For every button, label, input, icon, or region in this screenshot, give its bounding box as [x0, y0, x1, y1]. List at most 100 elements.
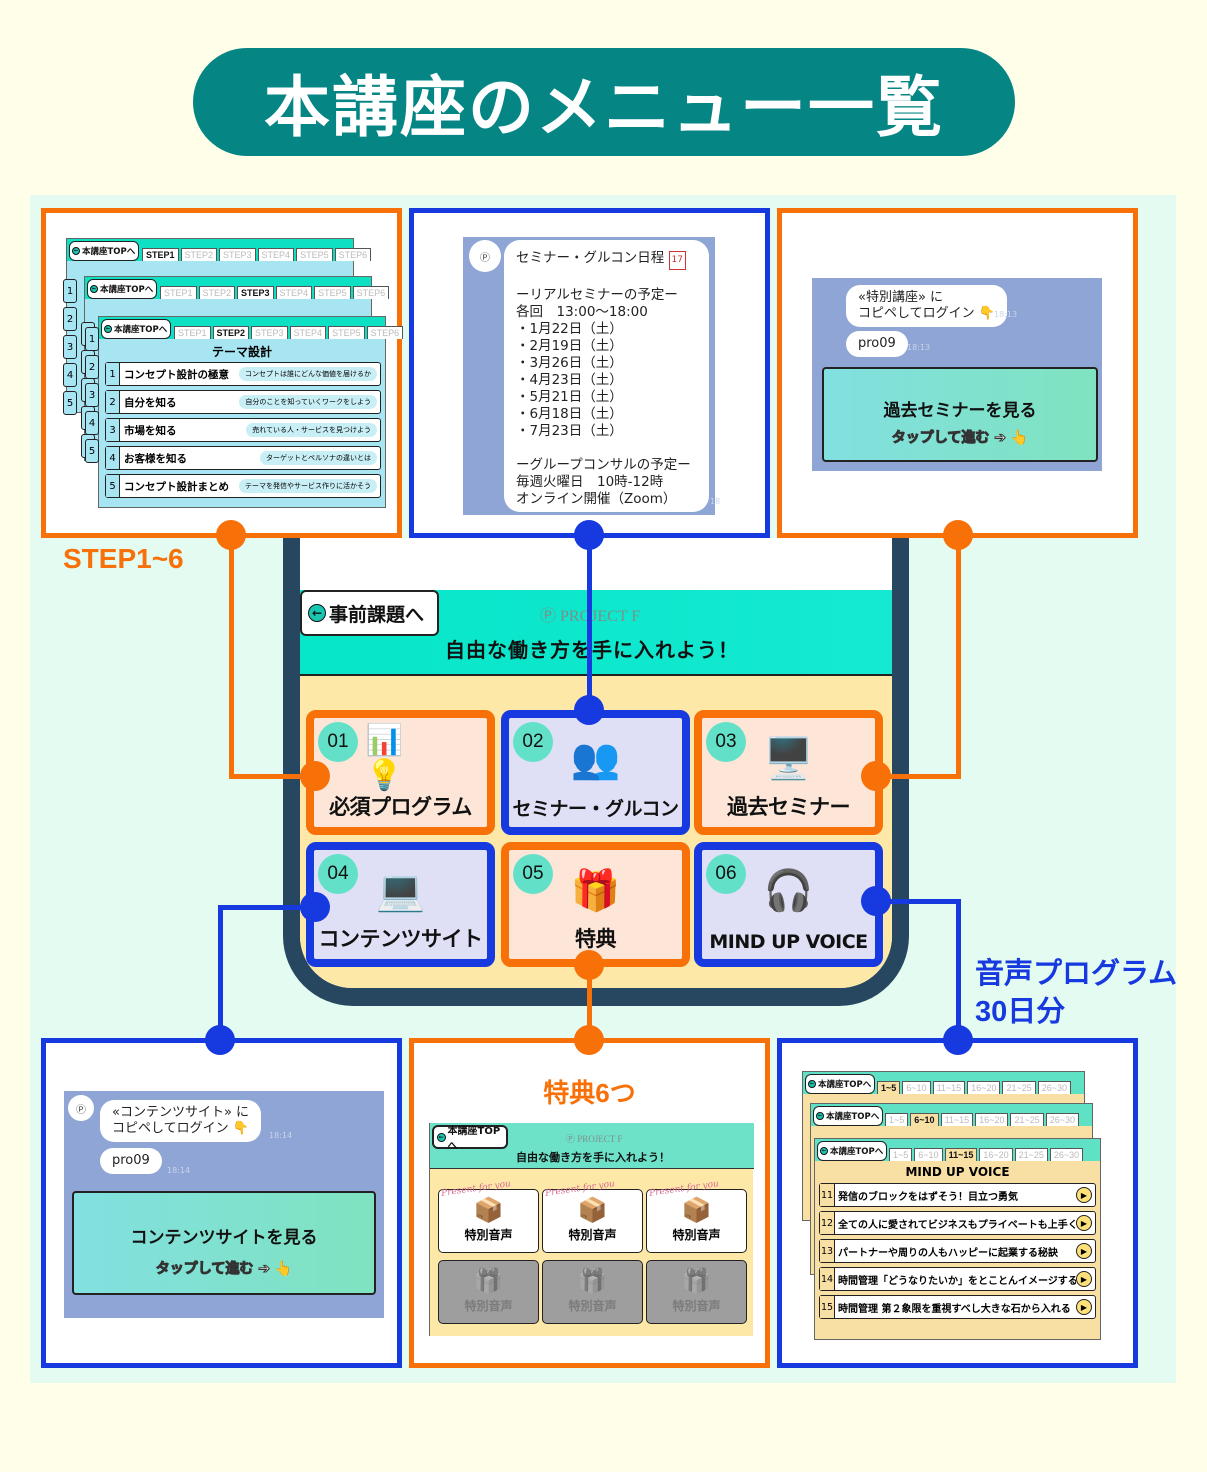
tab-16~20[interactable]: 16~20	[975, 1113, 1009, 1126]
top-button[interactable]: ←本講座TOPへ	[813, 1106, 883, 1126]
tab-6~10[interactable]: 6~10	[902, 1081, 931, 1094]
episode-title: 時間管理「どうなりたいか」をとことんイメージする	[838, 1275, 1076, 1287]
tab-step6[interactable]: STEP6	[352, 286, 390, 299]
bonus-header: ←本講座TOPへ Ⓟ PROJECT F 自由な働き方を手に入れよう！	[430, 1123, 754, 1169]
past-seminar-cta-button[interactable]: 過去セミナーを見る タップして進む ➔ 👆	[822, 367, 1098, 462]
real-seminar-heading: ーリアルセミナーの予定ー	[516, 287, 678, 303]
tab-step6[interactable]: STEP6	[366, 326, 404, 339]
menu-card-label: コンテンツサイト	[318, 927, 484, 951]
arrow-left-icon: ←	[90, 285, 98, 293]
project-f-avatar: Ⓟ	[68, 1095, 94, 1121]
step-row-number: 4	[85, 411, 99, 435]
menu-card-label: MIND UP VOICE	[709, 931, 868, 953]
bonus-audio-card[interactable]: Present for you📦 特別音声	[646, 1179, 747, 1253]
connector-dot	[943, 520, 973, 550]
tab-step1[interactable]: STEP1	[174, 326, 211, 339]
tab-step2[interactable]: STEP2	[198, 286, 236, 299]
arrow-left-icon: ←	[816, 1112, 824, 1120]
top-button[interactable]: ←本講座TOPへ	[817, 1141, 887, 1161]
tab-step5[interactable]: STEP5	[296, 248, 333, 261]
bonus-audio-card[interactable]: Present for you📦 特別音声	[542, 1179, 643, 1253]
menu-card-02[interactable]: 02 👥 セミナー・グルコン	[501, 710, 690, 835]
lesson-title: お客様を知る	[124, 452, 187, 465]
top-button[interactable]: ←本講座TOPへ	[87, 279, 157, 299]
login-instruction-bubble: «特別講座» にコピペしてログイン 👇	[846, 285, 1007, 327]
tab-21~25[interactable]: 21~25	[1002, 1081, 1036, 1094]
tab-26~30[interactable]: 26~30	[1037, 1081, 1072, 1094]
tab-6~10[interactable]: 6~10	[914, 1148, 943, 1161]
tab-6~10[interactable]: 6~10	[910, 1113, 939, 1126]
bonus-audio-card: 🎁 特別音声	[542, 1260, 643, 1324]
top-button[interactable]: ←本講座TOPへ	[69, 241, 139, 261]
menu-card-05[interactable]: 05 🎁 特典	[501, 842, 690, 967]
tap-to-proceed: タップして進む ➔ 👆	[891, 430, 1029, 447]
lesson-number: 4	[106, 447, 120, 469]
content-site-cta-button[interactable]: コンテンツサイトを見る タップして進む ➔ 👆	[72, 1191, 376, 1295]
top-button[interactable]: ←本講座TOPへ	[432, 1125, 508, 1152]
tab-step3[interactable]: STEP3	[251, 326, 288, 339]
voice-episode-row[interactable]: 15 時間管理 第２象限を重視すべし大きな石から入れる ▶	[819, 1295, 1096, 1319]
tab-step3[interactable]: STEP3	[219, 248, 256, 261]
tab-step1[interactable]: STEP1	[160, 286, 197, 299]
voice-episode-row[interactable]: 11 発信のブロックをはずそう！目立つ勇気 ▶	[819, 1183, 1096, 1207]
step-lesson-row[interactable]: 3 市場を知る 売れている人・サービスを見つけよう	[105, 418, 381, 442]
tab-1~5[interactable]: 1~5	[889, 1148, 913, 1161]
menu-card-01[interactable]: 01 📊💡 必須プログラム	[306, 710, 495, 835]
tab-21~25[interactable]: 21~25	[1014, 1148, 1048, 1161]
bonus-audio-card: 🎁 特別音声	[646, 1260, 747, 1324]
connector-line	[587, 965, 592, 1040]
video-conference-icon: 🖥️	[763, 735, 814, 782]
tab-step3[interactable]: STEP3	[237, 286, 274, 299]
bonus-audio-card[interactable]: Present for you📦 特別音声	[438, 1179, 539, 1253]
play-icon[interactable]: ▶	[1076, 1243, 1092, 1259]
top-button[interactable]: ←本講座TOPへ	[805, 1074, 875, 1094]
top-button[interactable]: ←本講座TOPへ	[101, 319, 171, 339]
tab-step4[interactable]: STEP4	[275, 286, 313, 299]
step-row-number: 3	[85, 383, 99, 407]
menu-card-06[interactable]: 06 🎧 MIND UP VOICE	[694, 842, 883, 967]
tab-11~15[interactable]: 11~15	[940, 1113, 974, 1126]
tab-step5[interactable]: STEP5	[328, 326, 365, 339]
step-row-number: 2	[85, 355, 99, 379]
tab-26~30[interactable]: 26~30	[1045, 1113, 1080, 1126]
step-lesson-row[interactable]: 1 コンセプト設計の極意 コンセプトは誰にどんな価値を届けるか	[105, 362, 381, 386]
step-lesson-row[interactable]: 2 自分を知る 自分のことを知っていくワークをしよう	[105, 390, 381, 414]
tab-16~20[interactable]: 16~20	[967, 1081, 1001, 1094]
bonus-audio-label: 特別音声	[672, 1299, 721, 1313]
tab-step2[interactable]: STEP2	[212, 326, 250, 339]
voice-episode-row[interactable]: 13 パートナーや周りの人もハッピーに起業する秘訣 ▶	[819, 1239, 1096, 1263]
cta-label: 過去セミナーを見る	[883, 401, 1037, 421]
tab-26~30[interactable]: 26~30	[1049, 1148, 1084, 1161]
tab-1~5[interactable]: 1~5	[877, 1081, 901, 1094]
tab-16~20[interactable]: 16~20	[979, 1148, 1013, 1161]
play-icon[interactable]: ▶	[1076, 1187, 1092, 1203]
menu-card-04[interactable]: 04 💻 コンテンツサイト	[306, 842, 495, 967]
tab-1~5[interactable]: 1~5	[885, 1113, 909, 1126]
tab-step1[interactable]: STEP1	[142, 248, 179, 261]
tab-step4[interactable]: STEP4	[289, 326, 327, 339]
tab-step4[interactable]: STEP4	[257, 248, 295, 261]
play-icon[interactable]: ▶	[1076, 1271, 1092, 1287]
episode-number: 14	[820, 1268, 835, 1290]
tab-step5[interactable]: STEP5	[314, 286, 351, 299]
tab-21~25[interactable]: 21~25	[1010, 1113, 1044, 1126]
menu-card-03[interactable]: 03 🖥️ 過去セミナー	[694, 710, 883, 835]
voice-episode-row[interactable]: 12 全ての人に愛されてビジネスもプライベートも上手くいく方法 ▶	[819, 1211, 1096, 1235]
tab-step2[interactable]: STEP2	[180, 248, 218, 261]
arrow-left-icon: ←	[437, 1132, 446, 1142]
tab-step6[interactable]: STEP6	[334, 248, 372, 261]
pointing-hand-icon: 👆	[1010, 430, 1029, 447]
tab-11~15[interactable]: 11~15	[932, 1081, 966, 1094]
step-row-number: 5	[85, 439, 99, 463]
step-lesson-row[interactable]: 5 コンセプト設計まとめ テーマを発信やサービス作りに活かそう	[105, 474, 381, 498]
laptop-video-icon: 💻	[375, 867, 426, 914]
play-icon[interactable]: ▶	[1076, 1215, 1092, 1231]
voice-episode-row[interactable]: 14 時間管理「どうなりたいか」をとことんイメージする ▶	[819, 1267, 1096, 1291]
tab-11~15[interactable]: 11~15	[944, 1148, 978, 1161]
tap-to-proceed: タップして進む ➔ 👆	[155, 1261, 293, 1278]
play-icon[interactable]: ▶	[1076, 1299, 1092, 1315]
menu-card-label: 特典	[575, 927, 617, 951]
back-to-prework-button[interactable]: ← 事前課題へ	[300, 590, 439, 636]
step-lesson-row[interactable]: 4 お客様を知る ターゲットとペルソナの違いとは	[105, 446, 381, 470]
